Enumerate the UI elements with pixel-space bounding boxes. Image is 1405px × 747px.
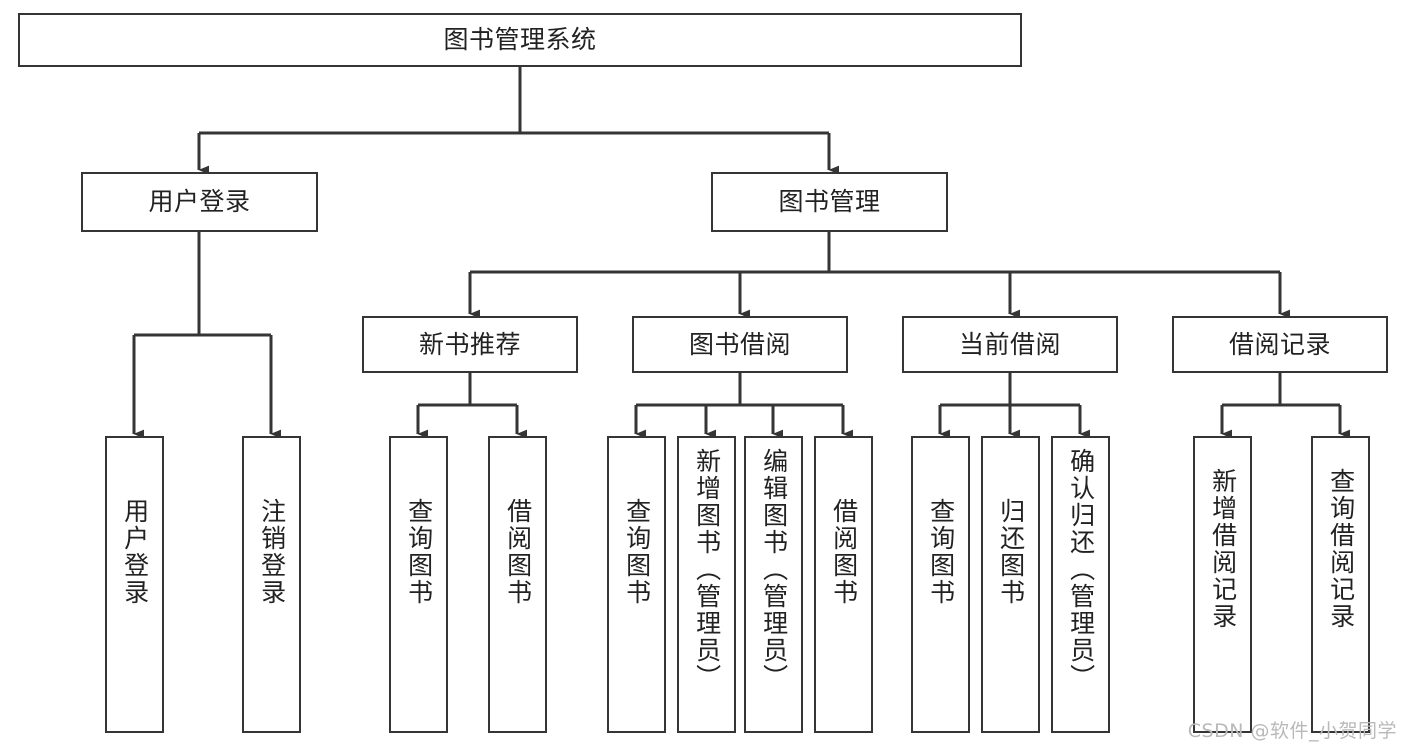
leaf-logout[interactable]: 注销登录 [242, 436, 301, 733]
node-current-borrow[interactable]: 当前借阅 [902, 316, 1118, 373]
leaf-user-login[interactable]: 用户登录 [105, 436, 164, 733]
leaf-new-book-borrow-book[interactable]: 借阅图书 [488, 436, 547, 733]
leaf-current-return-book[interactable]: 归还图书 [981, 436, 1040, 733]
leaf-borrow-query-book[interactable]: 查询图书 [607, 436, 666, 733]
node-root-book-management-system[interactable]: 图书管理系统 [18, 13, 1022, 67]
node-label: 归还图书 [996, 498, 1026, 606]
leaf-borrow-add-book-admin[interactable]: 新增图书（管理员） [677, 436, 736, 733]
node-label: 借阅图书 [829, 498, 859, 606]
node-label: 借阅图书 [503, 498, 533, 606]
node-book-management[interactable]: 图书管理 [711, 172, 948, 232]
node-label: 查询借阅记录 [1326, 468, 1356, 630]
leaf-record-add-record[interactable]: 新增借阅记录 [1193, 436, 1252, 733]
watermark-text: CSDN @软件_小贺同学 [1187, 720, 1397, 742]
node-label: 注销登录 [257, 498, 287, 606]
node-label: 新书推荐 [418, 329, 521, 359]
leaf-new-book-query-book[interactable]: 查询图书 [389, 436, 448, 733]
node-label: 编辑图书（管理员） [759, 448, 789, 691]
leaf-current-query-book[interactable]: 查询图书 [911, 436, 970, 733]
node-label: 图书借阅 [688, 329, 791, 359]
node-label: 图书管理系统 [443, 25, 597, 55]
node-label: 用户登录 [120, 498, 150, 606]
node-label: 用户登录 [148, 187, 251, 217]
node-label: 查询图书 [404, 498, 434, 606]
leaf-borrow-borrow-book[interactable]: 借阅图书 [814, 436, 873, 733]
node-book-borrow[interactable]: 图书借阅 [632, 316, 848, 373]
node-user-login[interactable]: 用户登录 [81, 172, 318, 232]
node-label: 查询图书 [926, 498, 956, 606]
node-label: 新增借阅记录 [1208, 468, 1238, 630]
node-label: 确认归还（管理员） [1066, 448, 1096, 691]
node-new-book-recommend[interactable]: 新书推荐 [362, 316, 578, 373]
node-label: 当前借阅 [958, 329, 1061, 359]
node-label: 新增图书（管理员） [692, 448, 722, 691]
node-label: 借阅记录 [1228, 329, 1331, 359]
node-label: 图书管理 [778, 187, 881, 217]
leaf-borrow-edit-book-admin[interactable]: 编辑图书（管理员） [744, 436, 803, 733]
node-label: 查询图书 [622, 498, 652, 606]
leaf-current-confirm-return-admin[interactable]: 确认归还（管理员） [1051, 436, 1110, 733]
node-borrow-record[interactable]: 借阅记录 [1172, 316, 1388, 373]
leaf-record-query-record[interactable]: 查询借阅记录 [1311, 436, 1370, 733]
